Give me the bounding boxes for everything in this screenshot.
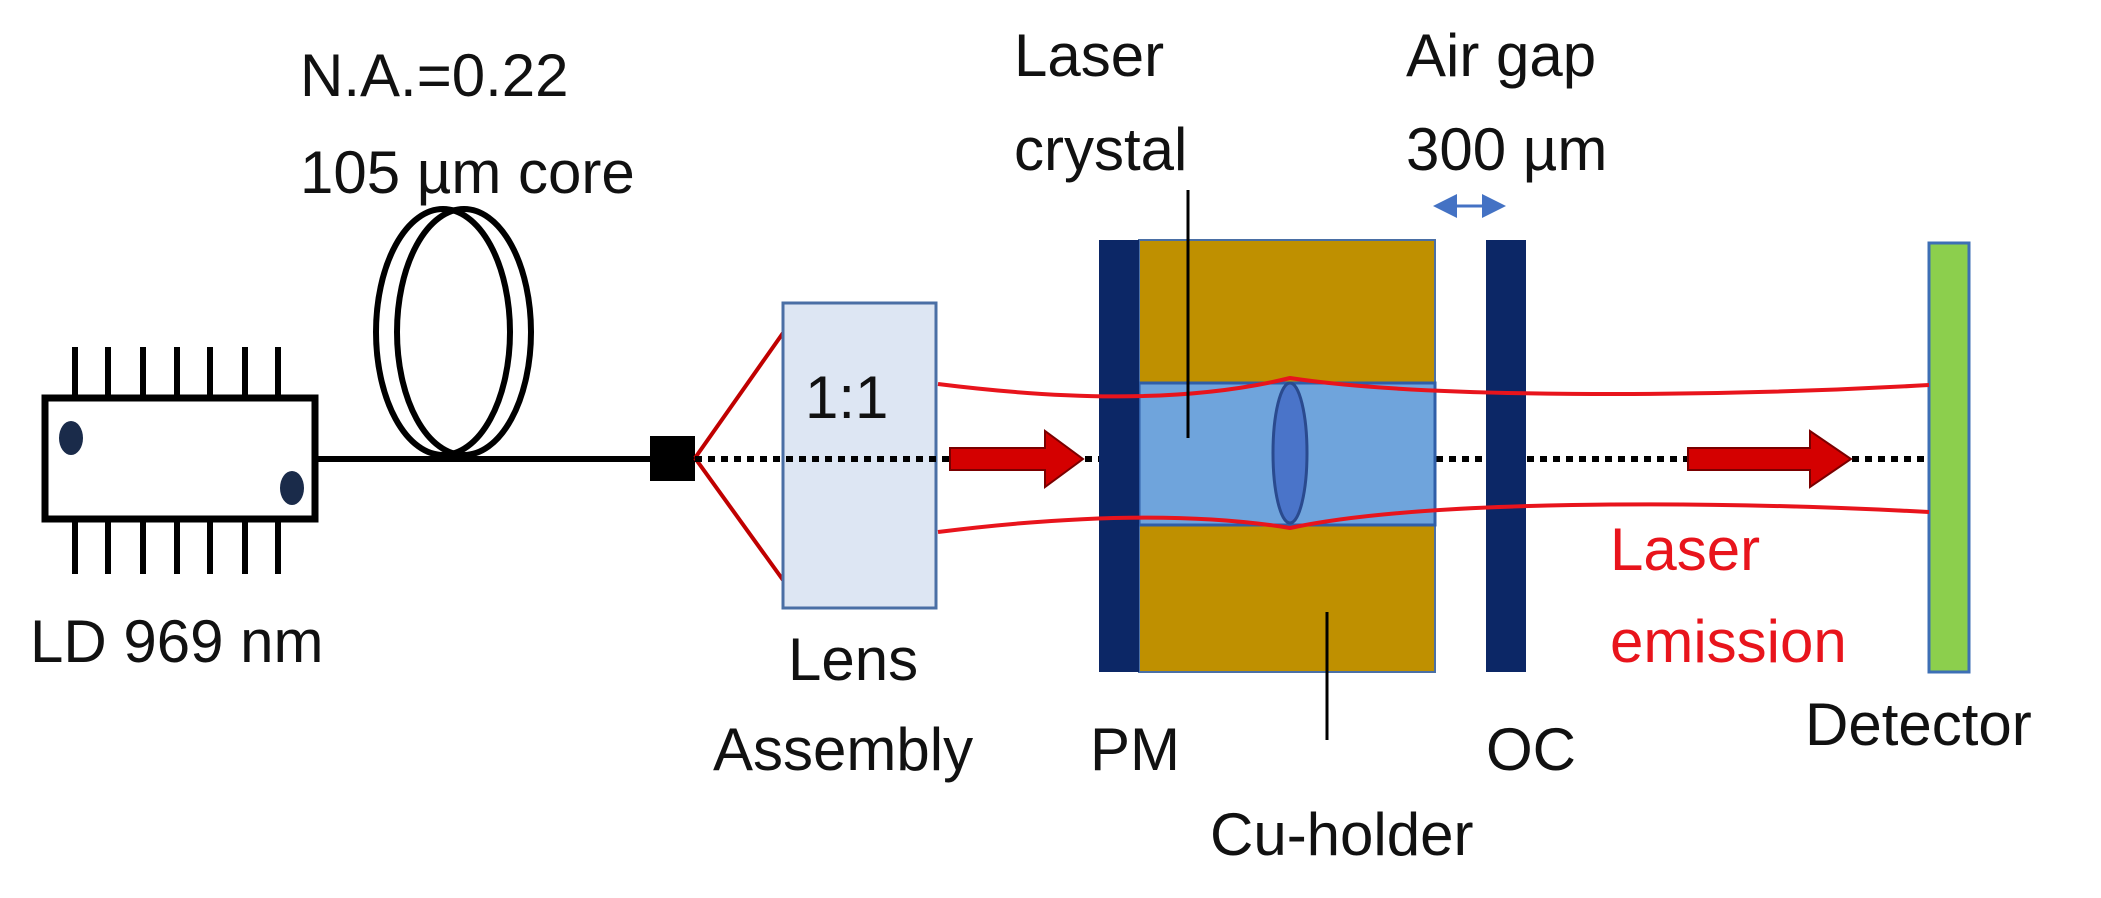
cu-holder-top: [1138, 239, 1436, 394]
ld-top-pins: [72, 347, 281, 398]
fiber-connector: [650, 436, 695, 481]
pump-arrow: [949, 429, 1085, 489]
fiber-core-label: 105 µm core: [300, 139, 635, 206]
fiber-coil: [373, 206, 534, 458]
pump-mirror: [1099, 240, 1139, 672]
emission-label-line2: emission: [1610, 608, 1847, 675]
ld-package-body: [41, 394, 319, 523]
ld-mark-dot-left: [59, 421, 83, 455]
crystal-label-line2: crystal: [1014, 116, 1187, 183]
ld-mark-dot-right: [280, 471, 304, 505]
lens-label-line1: Lens: [788, 626, 918, 693]
emission-label-line1: Laser: [1610, 516, 1760, 583]
fiber-na-label: N.A.=0.22: [300, 42, 569, 109]
detector: [1927, 241, 1971, 674]
cu-holder-bottom: [1138, 522, 1436, 673]
air-gap-label-line2: 300 µm: [1406, 116, 1607, 183]
thermal-lens: [1271, 381, 1309, 525]
cu-holder-label: Cu-holder: [1210, 801, 1473, 868]
crystal-label-line1: Laser: [1014, 22, 1164, 89]
detector-label: Detector: [1805, 691, 2032, 758]
air-gap-label-line1: Air gap: [1406, 22, 1596, 89]
emission-arrow: [1687, 429, 1853, 489]
pump-divergence-lines: [693, 331, 785, 582]
lens-label-line2: Assembly: [713, 716, 973, 783]
beam-envelope: [937, 375, 1930, 534]
lens-assembly-box: [781, 301, 938, 610]
ld-label: LD 969 nm: [30, 608, 324, 675]
oc-label: OC: [1486, 716, 1576, 783]
ld-bottom-pins: [72, 519, 281, 574]
laser-diode: [41, 347, 319, 574]
output-coupler: [1486, 240, 1526, 672]
pm-label: PM: [1090, 716, 1180, 783]
lens-ratio-label: 1:1: [805, 364, 888, 431]
